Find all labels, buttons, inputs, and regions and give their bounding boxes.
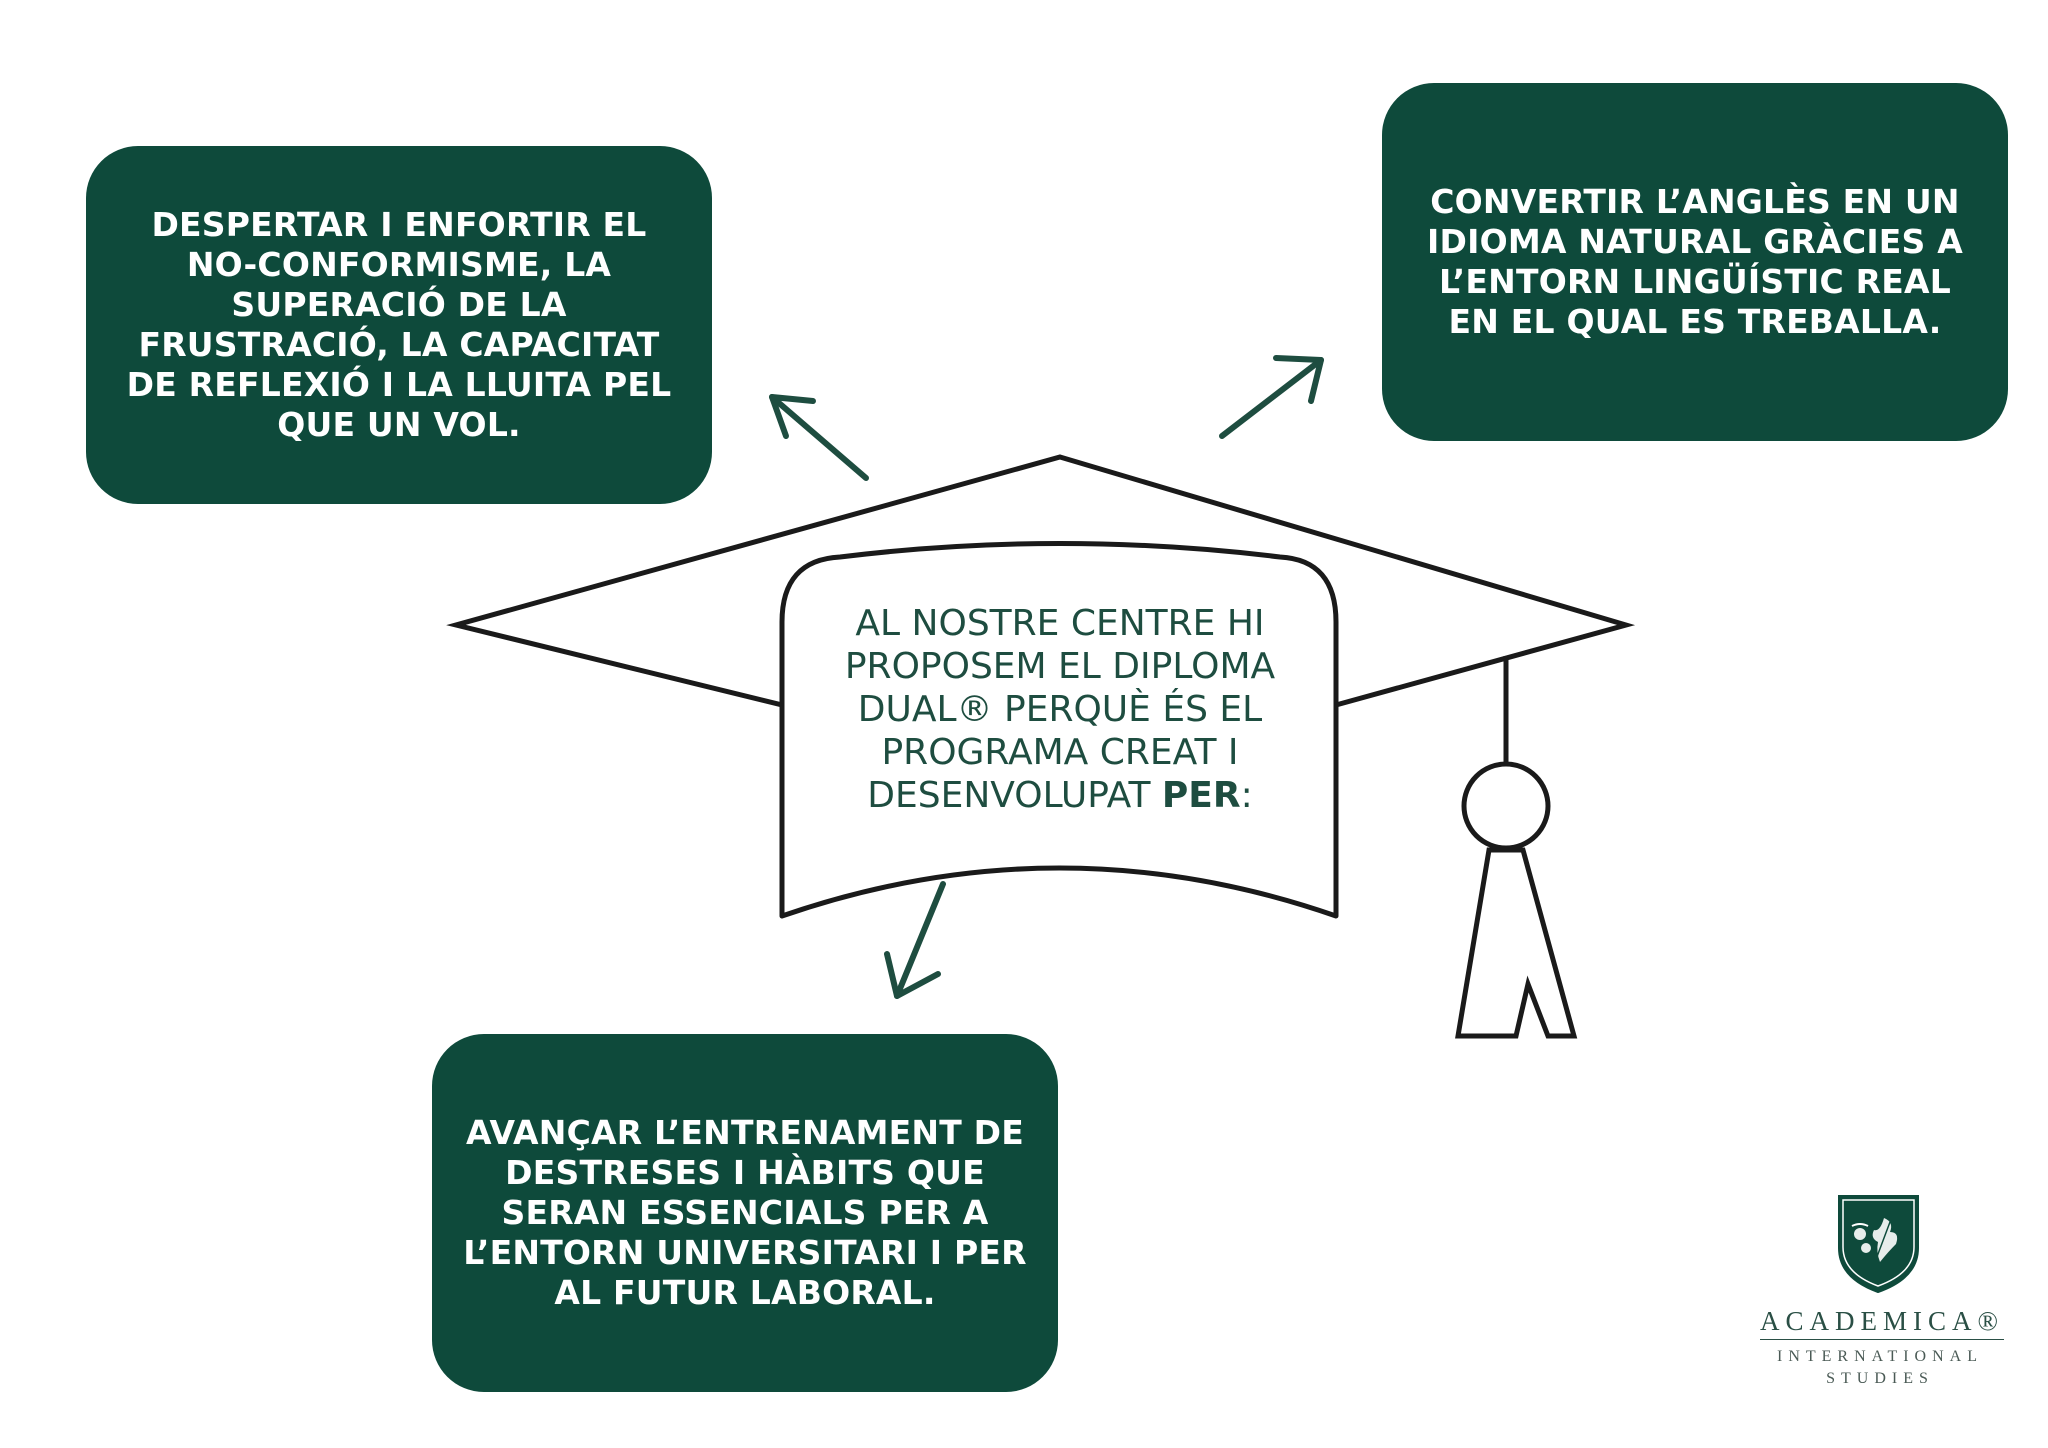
central-statement-end: : <box>1240 775 1253 816</box>
central-statement: AL NOSTRE CENTRE HI PROPOSEM EL DIPLOMA … <box>810 602 1310 817</box>
arrow-bottom <box>884 881 946 999</box>
goal-box-nonconformism: DESPERTAR I ENFORTIR EL NO-CONFORMISME, … <box>86 146 712 504</box>
goal-text-english: CONVERTIR L’ANGLÈS EN UN IDIOMA NATURAL … <box>1427 182 1963 341</box>
goal-text-nonconformism: DESPERTAR I ENFORTIR EL NO-CONFORMISME, … <box>126 205 672 444</box>
tassel-knot <box>1461 761 1551 851</box>
central-statement-bold: PER <box>1161 775 1241 816</box>
arrow-top-right <box>1219 355 1324 439</box>
logo-subtitle-international: INTERNATIONAL <box>1777 1348 1983 1365</box>
goal-box-english: CONVERTIR L’ANGLÈS EN UN IDIOMA NATURAL … <box>1382 83 2008 441</box>
cap-band <box>779 541 1339 919</box>
academica-shield-logo <box>1838 1195 1919 1294</box>
logo-subtitle-studies: STUDIES <box>1826 1370 1934 1387</box>
tassel-fringe <box>1455 847 1578 1039</box>
academica-logo: ACADEMICA® INTERNATIONAL STUDIES <box>1760 1192 2005 1390</box>
central-statement-main: AL NOSTRE CENTRE HI PROPOSEM EL DIPLOMA … <box>844 603 1276 816</box>
goal-text-skills: AVANÇAR L’ENTRENAMENT DE DESTRESES I HÀB… <box>463 1113 1027 1312</box>
logo-name: ACADEMICA® <box>1760 1306 2005 1340</box>
arrow-top-left <box>769 394 869 481</box>
goal-box-skills: AVANÇAR L’ENTRENAMENT DE DESTRESES I HÀB… <box>432 1034 1058 1392</box>
